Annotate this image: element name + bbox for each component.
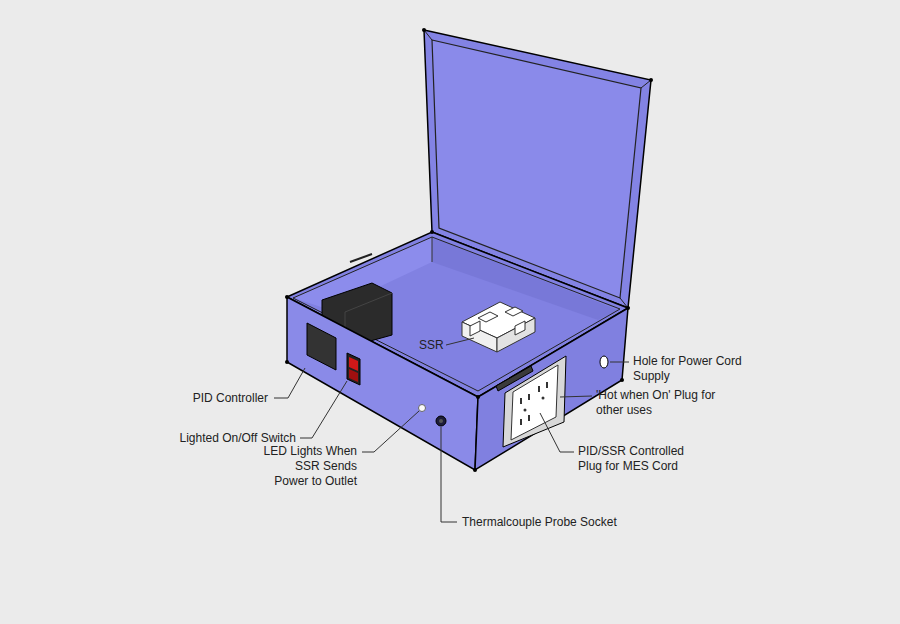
callout-label: 'Hot when On' Plug for other uses	[596, 388, 726, 418]
callout-label: PID/SSR Controlled Plug for MES Cord	[578, 444, 708, 474]
callout-label: Lighted On/Off Switch	[136, 431, 296, 446]
callout-label: Hole for Power Cord Supply	[633, 354, 743, 384]
callout-label: SSR	[419, 338, 459, 353]
callout-label: PID Controller	[148, 391, 268, 406]
callout-label: Thermalcouple Probe Socket	[462, 515, 662, 530]
callout-label: LED Lights When SSR Sends Power to Outle…	[259, 444, 357, 489]
